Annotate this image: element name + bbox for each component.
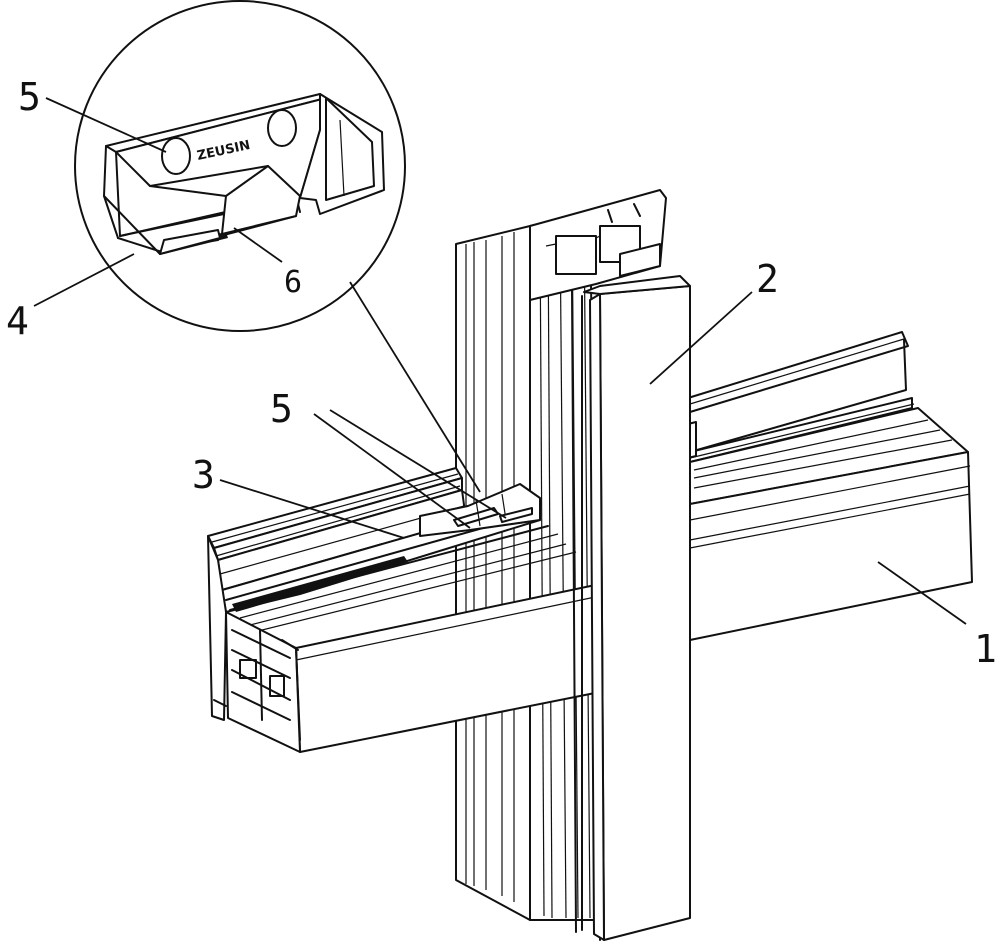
detail-leader-line bbox=[349, 281, 481, 493]
callout-label-2: 2 bbox=[756, 257, 779, 301]
leader-line-4 bbox=[33, 253, 135, 307]
screw-hole-left bbox=[161, 137, 191, 175]
leader-line-6 bbox=[233, 227, 283, 263]
mullion-front bbox=[571, 275, 691, 941]
callout-label-4: 4 bbox=[6, 299, 29, 343]
callout-label-1: 1 bbox=[974, 627, 997, 671]
callout-label-5-detail: 5 bbox=[18, 75, 41, 119]
leader-line-3 bbox=[219, 479, 405, 539]
leader-line-5-detail bbox=[45, 97, 167, 153]
leader-line-2 bbox=[649, 291, 753, 385]
leader-line-5b bbox=[329, 409, 507, 519]
callout-label-5-main: 5 bbox=[270, 387, 293, 431]
callout-label-3: 3 bbox=[192, 453, 215, 497]
detail-circle bbox=[74, 0, 406, 332]
transom-left-section bbox=[207, 467, 601, 753]
transom-right-section bbox=[687, 331, 973, 641]
leader-line-5a bbox=[313, 413, 471, 529]
leader-line-1 bbox=[877, 561, 967, 625]
screw-hole-right bbox=[267, 109, 297, 147]
annotation-callouts: 1 2 3 5 bbox=[192, 257, 997, 671]
callout-label-6: 6 bbox=[284, 265, 302, 300]
detail-magnifier: ZEUSIN 5 4 6 bbox=[6, 0, 406, 343]
